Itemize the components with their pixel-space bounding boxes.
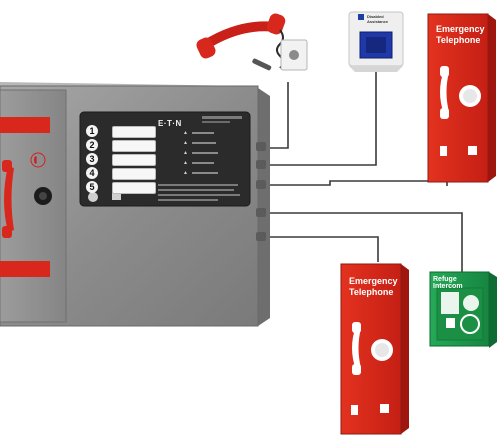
cable-to-emergency-telephone-bottom	[268, 236, 379, 262]
wheelchair-icon	[358, 14, 364, 20]
manufacturer-logo	[88, 192, 98, 202]
zone-label-field-2	[112, 140, 156, 152]
zone-label-field-1	[112, 126, 156, 138]
emergency-telephone-bottom	[340, 263, 409, 435]
assistance-sign-line-2: Assistance	[367, 19, 389, 24]
wheelchair-icon	[440, 146, 447, 156]
assistance-sign-line-1: Disabled	[367, 14, 384, 19]
brand-logo: E·T·N	[158, 119, 182, 128]
zone-label-field-5	[112, 182, 156, 194]
zone-number-4: 4	[86, 167, 98, 179]
cable-to-assistance-button	[268, 66, 377, 166]
hearing-loop-icon	[380, 404, 389, 413]
cable-to-handset	[268, 82, 289, 149]
wheelchair-icon	[351, 405, 358, 415]
zone-number-3: 3	[86, 153, 98, 165]
control-panel	[0, 82, 270, 327]
cable-to-emergency-telephone-top	[268, 180, 448, 186]
emergency-telephone-top	[427, 13, 496, 183]
assistance-call-point	[348, 11, 404, 72]
zone-number-1: 1	[86, 125, 98, 137]
padlock-icon	[34, 187, 52, 205]
wheelchair-icon	[446, 318, 455, 328]
emergency-bottom-line-1: Emergency	[349, 276, 398, 286]
red-stripe-top	[0, 117, 50, 133]
emergency-telephone-bottom-label: Emergency Telephone	[349, 276, 399, 298]
refuge-intercom	[429, 271, 497, 348]
emergency-top-line-2: Telephone	[436, 35, 481, 45]
emergency-bottom-line-2: Telephone	[349, 287, 394, 297]
zone-label-field-4	[112, 168, 156, 180]
ce-mark	[112, 193, 121, 200]
call-icon	[30, 152, 46, 168]
emergency-telephone-top-label: Emergency Telephone	[436, 24, 486, 46]
cabling	[268, 66, 463, 275]
zone-number-5: 5	[86, 181, 98, 193]
emergency-top-line-1: Emergency	[436, 24, 485, 34]
hearing-loop-icon	[468, 146, 477, 155]
handset-icon	[440, 70, 449, 114]
zone-number-2: 2	[86, 139, 98, 151]
remote-handset	[196, 13, 308, 71]
cable-to-refuge-intercom	[268, 212, 463, 275]
red-stripe-bottom	[0, 261, 50, 277]
handset-icon	[2, 160, 14, 238]
assistance-sign-label: Disabled Assistance	[367, 14, 401, 24]
hearing-loop-icon	[460, 314, 480, 334]
handset-icon	[352, 326, 361, 370]
refuge-intercom-label: Refuge Intercom	[433, 276, 463, 290]
zone-label-field-3	[112, 154, 156, 166]
